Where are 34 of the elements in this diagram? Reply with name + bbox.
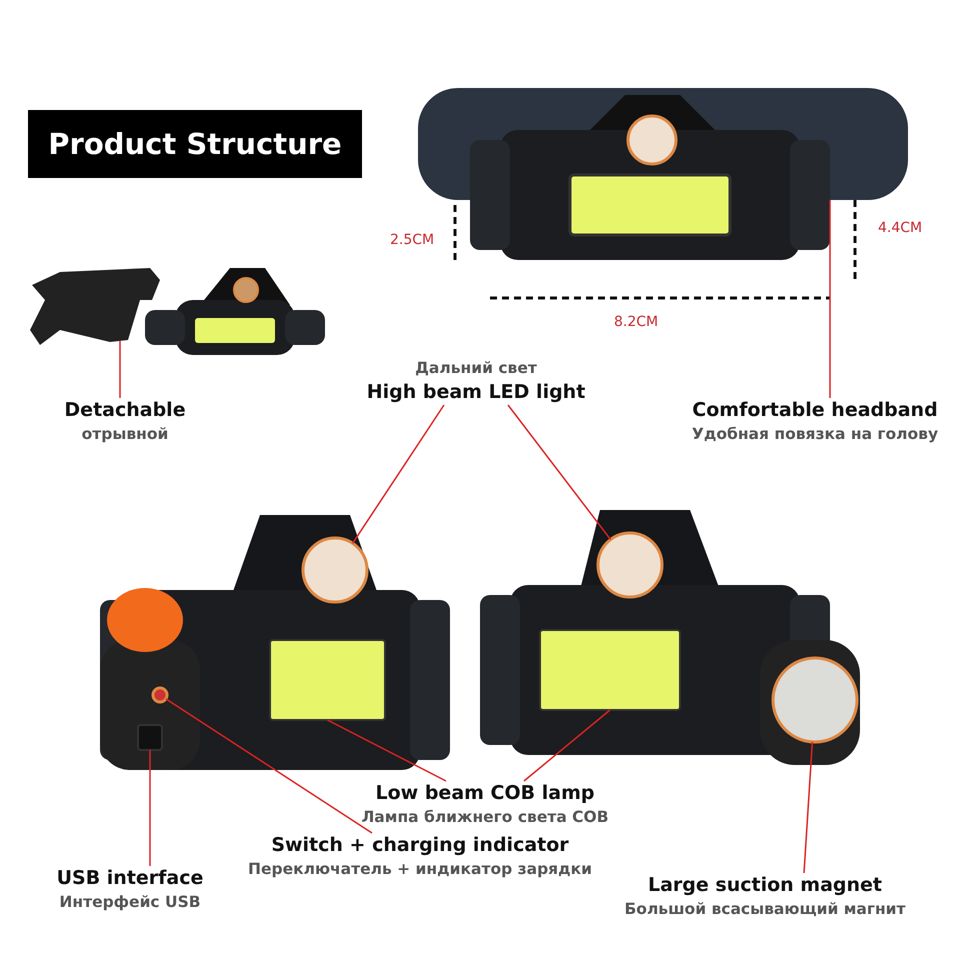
callout-label: Large suction magnet [646, 873, 883, 898]
callout-label: Low beam COB lamp [374, 781, 596, 806]
callout-label: High beam LED light [366, 380, 586, 405]
callout-label: USB interface [56, 866, 204, 891]
leader-line [327, 719, 446, 782]
bracket-clip [30, 268, 160, 345]
callout-translation: отрывной [80, 424, 170, 445]
leader-line [119, 341, 121, 398]
callout-translation: Большой всасывающий магнит [623, 899, 906, 920]
leader-line [829, 200, 831, 398]
leader-line [165, 698, 372, 834]
leader-line [352, 404, 445, 544]
callout-translation: Удобная повязка на голову [690, 424, 940, 445]
dimension-label: 4.4CM [878, 220, 922, 236]
callout-label: Switch + charging indicator [270, 833, 570, 858]
cob-panel [269, 639, 386, 721]
callout-translation: Лампа ближнего света COB [360, 807, 610, 828]
dimension-label: 8.2CM [614, 314, 658, 330]
callout-translation: Интерфейс USB [58, 892, 202, 913]
dimension-label: 2.5CM [390, 232, 434, 248]
indicator-light [152, 686, 168, 704]
cob-panel [539, 629, 681, 711]
spot-lens [596, 532, 664, 598]
callout-label: Detachable [63, 398, 187, 423]
callout-translation: Дальний свет [414, 358, 538, 379]
usb-port [137, 724, 163, 751]
magnet [772, 656, 858, 744]
callout-label: Comfortable headband [691, 398, 939, 423]
leader-line [524, 709, 610, 782]
leader-line [507, 404, 612, 540]
leader-line [803, 742, 814, 874]
spot-lens [302, 536, 368, 604]
leader-line [149, 750, 151, 866]
title-banner: Product Structure [28, 110, 362, 178]
